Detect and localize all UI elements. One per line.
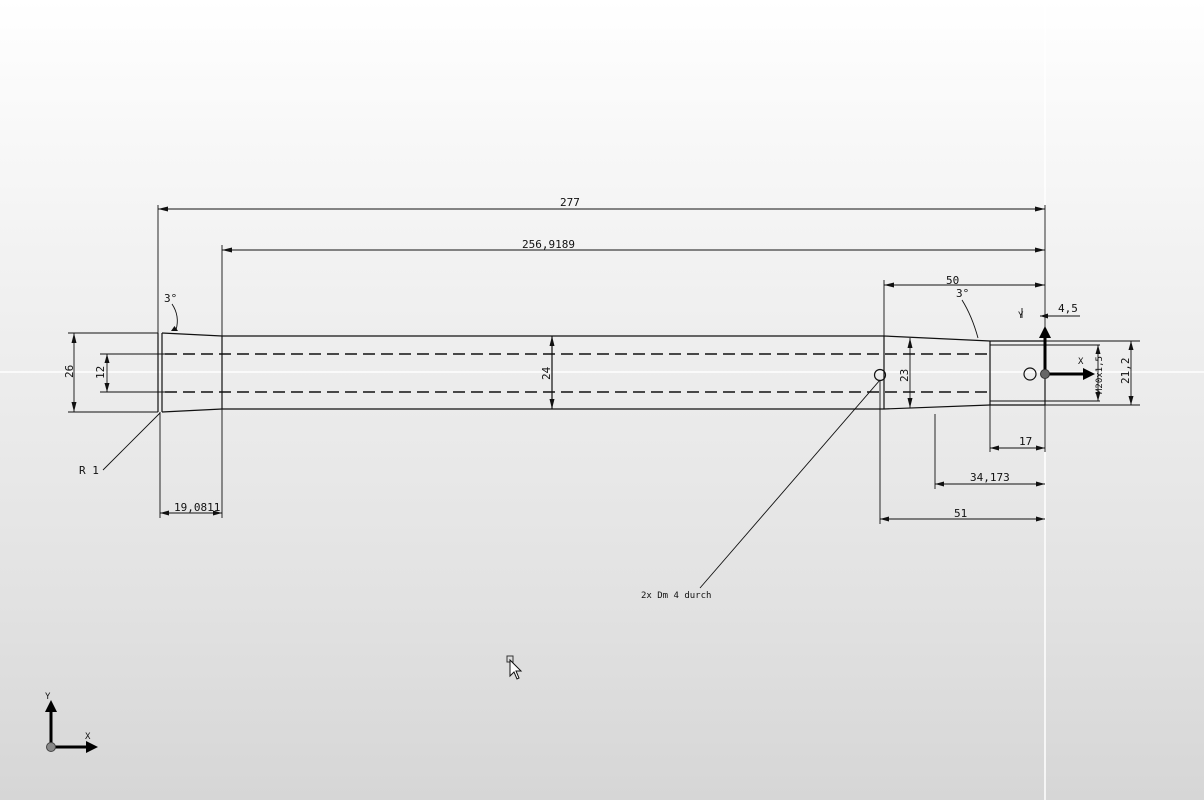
thread-length-text: 17 [1019, 435, 1032, 448]
left-angle-leader [171, 303, 178, 331]
dim-thread-length[interactable] [989, 405, 1046, 452]
end-diameter-text: 21,2 [1119, 358, 1132, 385]
dim-bore-diameter[interactable] [100, 353, 165, 393]
left-taper-length-text: 19,0811 [174, 501, 220, 514]
local-y-label: Y [1018, 311, 1024, 321]
dim-taper-end-offset[interactable] [934, 414, 1045, 489]
right-angle-text: 3° [956, 287, 969, 300]
local-x-label: X [1078, 357, 1084, 367]
thread-text: M20x1,5 [1095, 356, 1105, 394]
hole-note-text: 2x Dm 4 durch [641, 591, 711, 601]
left-diameter-text: 26 [63, 365, 76, 378]
bore-hidden-lines [165, 353, 990, 393]
dim-inner-length[interactable] [221, 245, 1045, 336]
mouse-cursor-icon [506, 655, 523, 680]
dim-hole-offset[interactable] [879, 381, 1045, 524]
overall-length-text: 277 [560, 196, 580, 209]
dim-end-diameter[interactable] [1045, 340, 1140, 406]
radius-text: R 1 [79, 464, 99, 477]
left-angle-text: 3° [164, 292, 177, 305]
hole-offset-text: 51 [954, 507, 967, 520]
dim-mid-diameter[interactable] [549, 336, 555, 409]
radius-leader [102, 412, 161, 471]
taper-end-offset-text: 34,173 [970, 471, 1010, 484]
global-x-label: X [85, 732, 91, 742]
local-axis-triad[interactable] [1039, 326, 1095, 380]
global-y-label: Y [45, 692, 51, 702]
dim-right-taper-length[interactable] [883, 280, 1045, 336]
right-step-text: 4,5 [1058, 302, 1078, 315]
mid-diameter-text: 24 [540, 366, 553, 380]
thread-hole-circle[interactable] [1023, 367, 1037, 381]
global-axis-triad[interactable] [45, 700, 98, 753]
right-diameter-text: 23 [898, 369, 911, 382]
dim-left-diameter[interactable] [68, 332, 158, 413]
dim-right-diameter[interactable] [907, 338, 913, 408]
dim-right-step[interactable] [1021, 308, 1080, 319]
bore-diameter-text: 12 [94, 366, 107, 379]
dim-thread[interactable] [1045, 344, 1101, 402]
hole-note-leader [699, 379, 881, 589]
dim-left-taper-length[interactable] [159, 409, 223, 518]
right-taper-length-text: 50 [946, 274, 959, 287]
shaft-outline[interactable] [157, 332, 1046, 413]
inner-length-text: 256,9189 [522, 238, 575, 251]
right-angle-leader [961, 299, 979, 339]
dim-overall-length[interactable] [157, 205, 1046, 341]
